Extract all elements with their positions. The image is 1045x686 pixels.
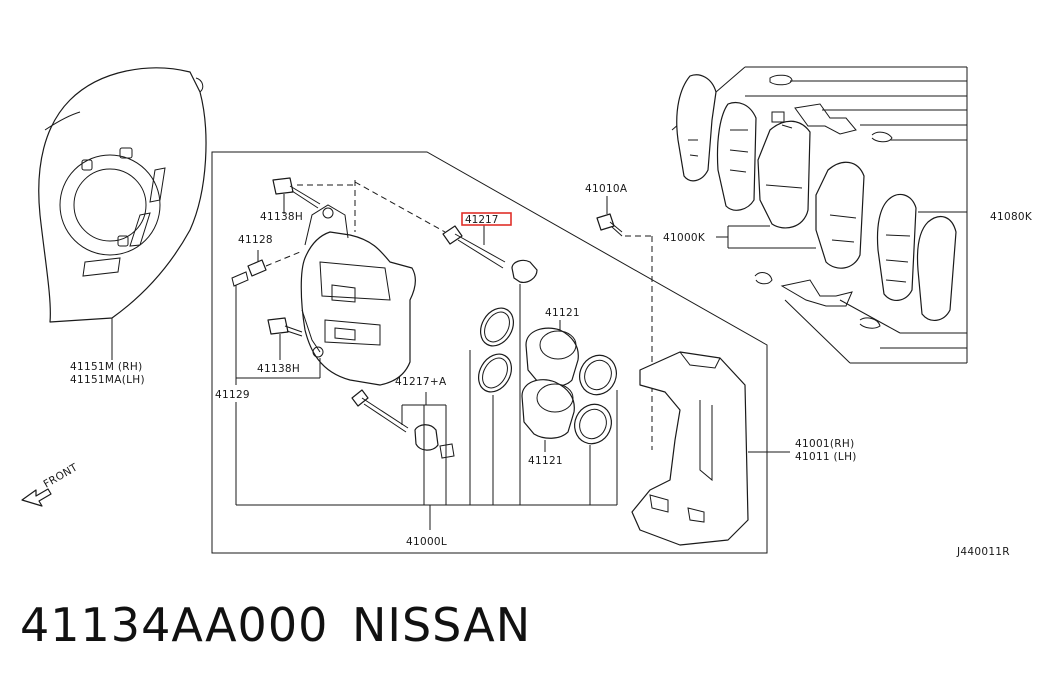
bolt-top[interactable]: [272, 177, 321, 214]
pad-clip-top[interactable]: [769, 74, 893, 143]
outer-pad[interactable]: [757, 111, 811, 229]
reference-code: J440011R: [956, 546, 1010, 558]
outer-shim[interactable]: [676, 74, 717, 182]
piston-seal-bottom[interactable]: [568, 398, 618, 505]
highlight-box: [461, 212, 512, 226]
seal-top[interactable]: [469, 302, 520, 505]
part-number: 41134AA000: [20, 598, 329, 652]
bracket-bolt[interactable]: [596, 196, 653, 450]
bolt-bottom[interactable]: [267, 317, 303, 360]
brand-name: NISSAN: [352, 598, 532, 652]
piston-top[interactable]: [525, 327, 579, 387]
pin-kit-label: 41217+A: [395, 376, 447, 388]
bolt-bottom-label: 41138H: [257, 363, 300, 375]
caliper-body-label: 41129: [215, 389, 250, 401]
caliper-assy-label: 41000L: [406, 536, 447, 548]
bracket-label-rh: 41001(RH): [795, 438, 855, 450]
inner-shim[interactable]: [876, 193, 917, 301]
shield-label-lh: 41151MA(LH): [70, 374, 145, 386]
bracket-bolt-label: 41010A: [585, 183, 628, 195]
guide-pin-label: 41217: [465, 214, 498, 226]
bracket-label-lh: 41011 (LH): [795, 451, 857, 463]
pad-clip-bottom[interactable]: [754, 272, 881, 329]
outer-pad-backing[interactable]: [716, 101, 757, 211]
shield-label-rh: 41151M (RH): [70, 361, 142, 373]
piston-top-label: 41121: [545, 307, 580, 319]
caliper-body[interactable]: [235, 204, 416, 405]
seal-bottom[interactable]: [472, 348, 518, 505]
bolt-top-label: 41138H: [260, 211, 303, 223]
guide-pin-bottom[interactable]: [351, 389, 455, 505]
caliper-bracket[interactable]: [631, 351, 790, 546]
front-label: FRONT: [42, 461, 81, 490]
caliper-frame: [211, 151, 768, 554]
bleeder-label: 41128: [238, 234, 273, 246]
inner-pad[interactable]: [815, 161, 865, 269]
inner-shim-outer[interactable]: [916, 215, 957, 321]
guide-pin-top[interactable]: [442, 225, 538, 505]
front-arrow: FRONT: [21, 461, 81, 507]
piston-bottom-label: 41121: [528, 455, 563, 467]
pad-kit-frame: [671, 66, 968, 364]
pad-set-label: 41080K: [990, 211, 1033, 223]
bleeder-screw[interactable]: [231, 250, 301, 287]
piston-bottom[interactable]: [521, 379, 575, 439]
dust-shield[interactable]: 41151M (RH) 41151MA(LH): [38, 67, 207, 386]
piston-seal-top[interactable]: [573, 349, 623, 505]
pad-kit-label: 41000K: [663, 232, 706, 244]
